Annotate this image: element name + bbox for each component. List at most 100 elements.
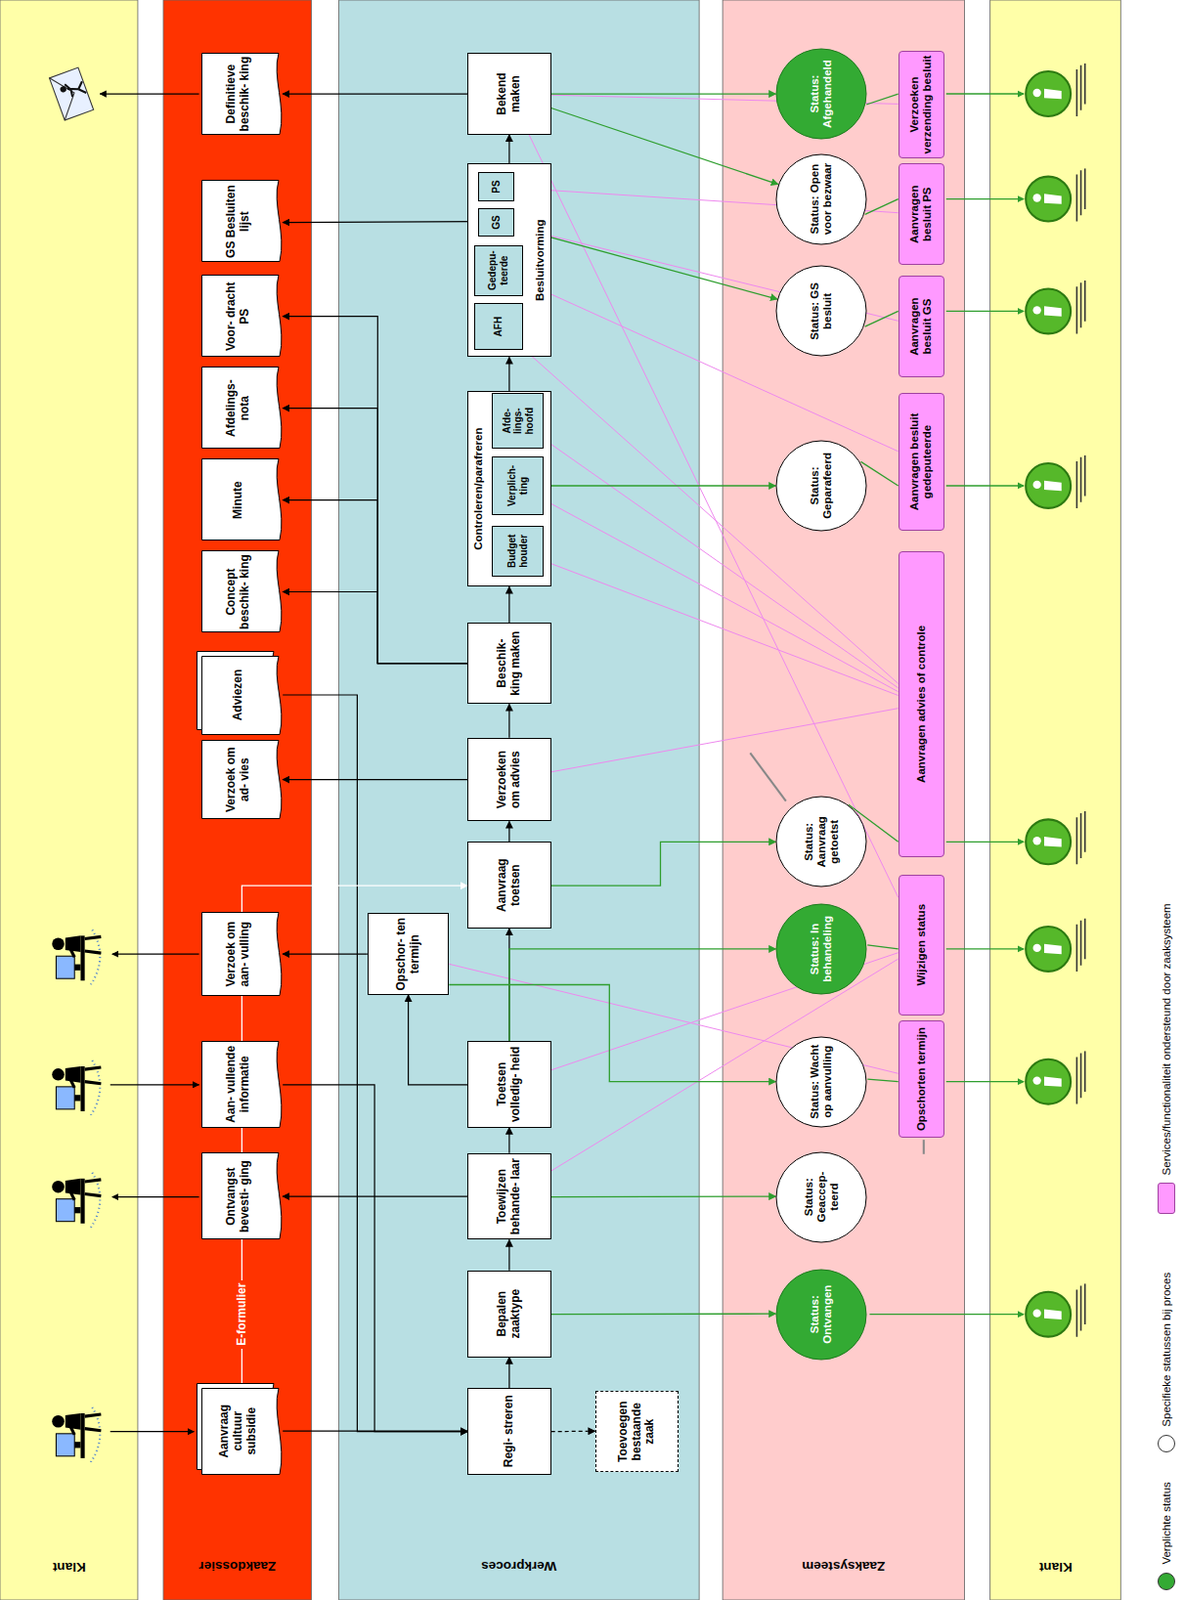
process-box: Regi- streren [467,1388,552,1476]
swimlane: Zaaksysteem Status: Ontvangen Status: Geac… [722,0,965,1600]
status-disc [776,1270,867,1360]
process-group: BesluitvormingAFHGedepu- teerdeGSPS [467,163,552,357]
node-label: Status: In behandeling [808,910,834,989]
subprocess-box: AFH [474,303,523,351]
swimlane: Klant [0,0,138,1600]
lane-title: Zaaksysteem [798,1559,888,1576]
status-link [866,93,899,105]
status-link [551,92,777,94]
group-title: Controleren/parafreren [472,392,485,586]
status-circle: Status: Geparafeerd [775,439,868,532]
flow-arrow [508,1128,510,1154]
document-shape: Voor- dracht PS [201,275,284,358]
service-link [543,499,898,692]
status-link [551,108,779,185]
optional-process-box: Toevoegen bestaande zaak [595,1391,680,1474]
service-box: Aanvragen besluit GS [898,275,945,378]
process-box: Bekend maken [467,52,552,135]
status-link [867,1079,898,1083]
node-label: Budget houder [506,526,529,576]
legend-swatch [1157,1573,1176,1591]
flow-arrow [282,408,468,664]
status-link [543,484,776,486]
flow-arrow [282,92,468,94]
status-link [509,949,776,1042]
client-arrow [110,1084,200,1086]
legend-label: Specifieke statussen bij proces [1159,1272,1174,1428]
status-disc [776,904,867,995]
node-label: Aanvragen besluit GS [908,276,934,377]
legend-swatch [1157,1183,1176,1215]
flow-arrow [551,1431,596,1434]
info-arrow [946,310,1024,312]
info-icon [1025,1283,1086,1337]
status-disc [776,1152,867,1243]
client-icon [51,927,101,985]
lane-title: Werkproces [478,1559,560,1576]
info-icon [1025,168,1086,221]
document-shape: Minute [201,459,284,542]
document-front [201,275,281,357]
node-label: Status: Afgehandeld [808,54,834,133]
flow-arrow [508,586,510,623]
info-icon [1025,280,1086,334]
info-arrow [946,841,1024,843]
service-box: Aanvragen advies of controle [898,551,945,858]
document-front [201,1153,281,1240]
flow-arrow [508,1358,510,1389]
node-label: Gedepu- teerde [486,246,510,296]
service-box: Aanvragen besluit PS [898,163,945,265]
status-disc [776,154,867,245]
flow-arrow [282,592,468,664]
edge-label: E-formulier [234,1280,249,1350]
node-label: Status: Aanvraag getoetst [802,802,842,881]
status-circle: Status: Geaccep- teerd [775,1151,868,1244]
node-label: Status: Open voor bezwaar [808,160,834,239]
node-label: Wijzigen status [915,876,928,1015]
info-icon [1025,811,1086,865]
document-shape: Verzoek om aan- vulling [201,912,284,997]
process-box: Verzoeken om advies [467,738,552,823]
subprocess-box: Afde- lings- hoofd [491,393,544,449]
legend-swatch [1157,1435,1176,1453]
node-label: Verzoeken verzending besluit [908,51,934,158]
subprocess-box: Gedepu- teerde [474,245,523,297]
process-box: Aanvraag toetsen [467,841,552,929]
client-icon [51,1170,101,1228]
flow-arrow [508,821,510,842]
flow-arrow [282,1195,468,1197]
node-label: Aanvragen advies of controle [915,552,928,857]
node-label: Aanvragen besluit PS [908,164,934,264]
service-box: Opschorten termijn [898,1020,945,1139]
node-label: Status: GS besluit [808,271,834,351]
mandatory-status-circle: Status: Ontvangen [775,1269,868,1361]
node-label: GS [490,209,503,236]
status-link [551,841,777,886]
client-arrow [112,1196,200,1198]
info-icon [1025,919,1086,972]
legend-label: Verplichte status [1159,1482,1174,1565]
subprocess-box: Budget houder [491,526,544,577]
document-front [201,551,281,633]
envelope [49,67,94,121]
mandatory-status-circle: Status: In behandeling [775,903,868,996]
node-label: Bepalen zaaktype [495,1271,524,1358]
node-label: Verzoeken om advies [495,739,524,822]
node-label: PS [490,173,503,200]
status-disc [776,48,867,139]
service-link [523,348,899,684]
document-shape: GS Besluiten lijst [201,180,284,264]
document-front [201,1041,281,1128]
node-label: Afde- lings- hoofd [501,394,536,448]
flow-arrow [282,695,468,1433]
document-front [201,180,281,263]
process-box: Toewijzen behande- laar [467,1153,552,1241]
node-label: Aanvragen besluit gedeputeerde [908,394,934,530]
status-circle: Status: Wacht op aanvulling [775,1036,868,1129]
swimlane: Klant [990,0,1122,1600]
runner-head [59,85,68,93]
status-link [514,227,778,300]
process-box: Beschik- king maken [467,622,552,705]
